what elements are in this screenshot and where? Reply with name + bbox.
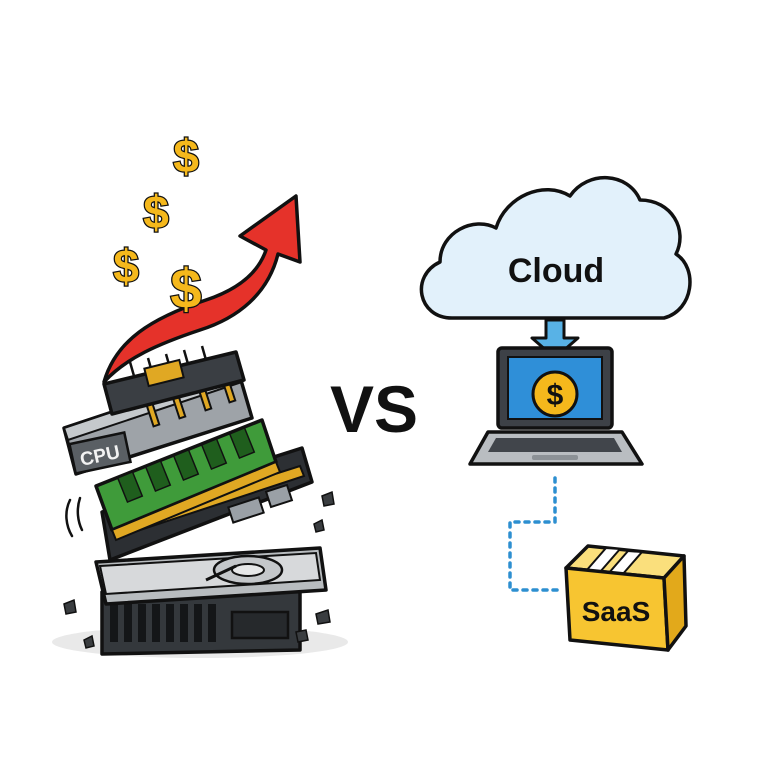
dollar-icon: $: [113, 240, 139, 292]
power-supply-icon: [100, 576, 314, 656]
hardware-cost-illustration: $ $ $ $: [52, 129, 348, 658]
ram-stick-icon: [94, 418, 282, 542]
dollar-icon: $: [173, 130, 199, 182]
coin-dollar-glyph: $: [547, 379, 564, 412]
dollar-signs: $ $ $ $: [112, 129, 203, 322]
dollar-icon: $: [143, 186, 169, 238]
hard-drive-icon: [94, 546, 328, 606]
rising-cost-arrow-icon: [102, 194, 302, 384]
vs-label: VS: [330, 372, 418, 446]
cloud-saas-illustration: Cloud $ SaaS: [419, 175, 692, 652]
debris-fragments: [63, 490, 335, 649]
dotted-connector: [508, 476, 562, 592]
saas-label: SaaS: [582, 596, 651, 627]
saas-box-icon: SaaS: [564, 544, 688, 652]
shake-lines: [65, 496, 84, 538]
laptop-icon: $: [468, 346, 644, 466]
dollar-icon: $: [170, 257, 201, 320]
cloud-label: Cloud: [508, 252, 604, 290]
cloud-icon: Cloud: [419, 175, 692, 320]
processor-chip-icon: [102, 345, 246, 416]
coin-icon: [531, 370, 579, 418]
